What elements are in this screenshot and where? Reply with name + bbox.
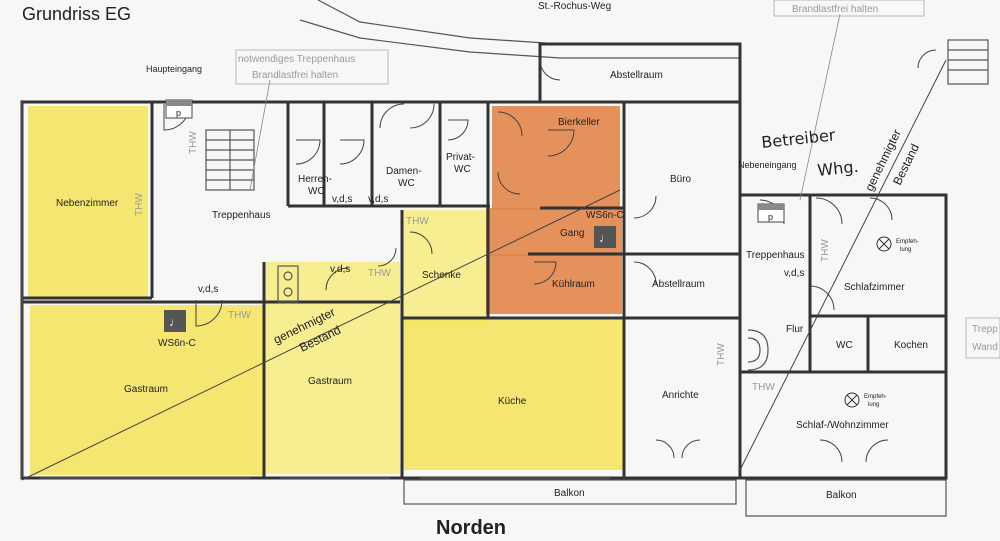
room-gang: Gang bbox=[560, 228, 584, 239]
thw-label-2: THW bbox=[134, 193, 145, 216]
room-privat-wc-2: WC bbox=[454, 164, 471, 175]
room-buero: Büro bbox=[670, 174, 692, 185]
doors bbox=[163, 49, 937, 463]
street-line-2 bbox=[299, 19, 740, 59]
note-left-1: notwendiges Treppenhaus bbox=[238, 54, 355, 65]
empf-icon-2 bbox=[844, 392, 860, 408]
p-box-main-top bbox=[166, 100, 192, 106]
betreiber-label-1: Betreiber bbox=[760, 125, 836, 152]
fill-bierkeller bbox=[492, 106, 620, 210]
room-gastraum-mid: Gastraum bbox=[308, 376, 352, 387]
room-damen-wc-2: WC bbox=[398, 178, 415, 189]
vds-label-1: v,d,s bbox=[198, 284, 218, 295]
room-treppenhaus-right: Treppenhaus bbox=[746, 250, 805, 261]
room-balkon-right: Balkon bbox=[826, 490, 857, 501]
north-label: Norden bbox=[436, 517, 506, 539]
room-privat-wc-1: Privat- bbox=[446, 152, 475, 163]
fill-kueche bbox=[403, 318, 623, 470]
p-label-main: p bbox=[176, 108, 181, 118]
thw-label-1: THW bbox=[188, 131, 199, 154]
plan-title: Grundriss EG bbox=[22, 4, 131, 24]
room-schenke: Schenke bbox=[422, 270, 461, 281]
ws6n-icon-glyph: ♩ bbox=[169, 315, 181, 329]
thw-label-6: THW bbox=[820, 239, 831, 262]
thw-label-7: THW bbox=[716, 343, 727, 366]
vds-label-5: v,d,s bbox=[784, 268, 804, 279]
empf-label-1b: lung bbox=[900, 247, 911, 253]
ws6n-label: WS6n-C bbox=[158, 338, 196, 349]
empf-label-2b: lung bbox=[868, 402, 879, 408]
fill-schenke bbox=[403, 210, 486, 328]
fill-gastraum-mid bbox=[265, 262, 400, 474]
note-box-left bbox=[235, 49, 389, 85]
annotation-lines bbox=[21, 13, 947, 481]
empf-icon-1 bbox=[876, 236, 892, 252]
thw-label-3: THW bbox=[228, 310, 251, 321]
balkon-left-rect bbox=[403, 479, 737, 505]
vds-label-3: v,d,s bbox=[368, 194, 388, 205]
walls bbox=[20, 0, 948, 517]
room-wc: WC bbox=[836, 340, 853, 351]
note-left-2: Brandlastfrei halten bbox=[252, 70, 338, 81]
room-herren-wc-1: Herren- bbox=[298, 174, 332, 185]
room-herren-wc-2: WC bbox=[308, 186, 325, 197]
room-flur: Flur bbox=[786, 324, 804, 335]
room-gastraum-left: Gastraum bbox=[124, 384, 168, 395]
fill-kuehlraum bbox=[486, 254, 622, 314]
note-top: Brandlastfrei halten bbox=[792, 4, 878, 15]
note-box-top bbox=[773, 0, 925, 17]
empf-label-1a: Empfeh- bbox=[896, 239, 919, 245]
balkon-right-rect bbox=[745, 479, 947, 517]
main-entrance-label: Haupteingang bbox=[146, 64, 202, 74]
room-fills bbox=[28, 106, 623, 475]
room-anrichte: Anrichte bbox=[662, 390, 699, 401]
ws6n-icon-gang-glyph: ♩ bbox=[599, 231, 611, 245]
room-balkon-left: Balkon bbox=[554, 488, 585, 499]
p-label-side: p bbox=[768, 212, 773, 222]
wall-right-outer bbox=[738, 193, 948, 480]
side-entrance-label: Nebeneingang bbox=[738, 160, 797, 170]
fill-gastraum-left bbox=[30, 305, 263, 475]
room-kuehlraum: Kühlraum bbox=[552, 279, 595, 290]
room-damen-wc-1: Damen- bbox=[386, 166, 422, 177]
vds-label-2: v,d,s bbox=[332, 194, 352, 205]
thw-label-5: THW bbox=[368, 268, 391, 279]
stairs-right bbox=[747, 329, 769, 371]
room-kochen: Kochen bbox=[894, 340, 928, 351]
betreiber-label-2: Whg. bbox=[816, 157, 859, 180]
stove bbox=[277, 265, 299, 303]
room-nebenzimmer: Nebenzimmer bbox=[56, 198, 119, 209]
ws6n-icon-gang bbox=[594, 226, 616, 248]
empf-label-2a: Empfeh- bbox=[864, 394, 887, 400]
note-right-1: Trepp bbox=[972, 324, 998, 335]
vds-label-4: v,d,s bbox=[330, 264, 350, 275]
ws6n-gang-label: WS6n-C bbox=[586, 210, 624, 221]
wall-abstellraum-top bbox=[538, 42, 742, 104]
note-box-right bbox=[965, 317, 1000, 359]
fill-nebenzimmer bbox=[28, 106, 148, 298]
stairs-main bbox=[205, 129, 255, 191]
street-line bbox=[317, 0, 740, 45]
room-schlaf-wohn: Schlaf-/Wohnzimmer bbox=[796, 420, 889, 431]
room-kueche: Küche bbox=[498, 396, 527, 407]
room-abstellraum-top: Abstellraum bbox=[610, 70, 663, 81]
stairs-top-right bbox=[947, 39, 989, 85]
p-box-side-top bbox=[758, 204, 784, 210]
ws6n-icon bbox=[164, 310, 186, 332]
note-right-2: Wand bbox=[972, 342, 998, 353]
room-schlafzimmer: Schlafzimmer bbox=[844, 282, 905, 293]
room-treppenhaus: Treppenhaus bbox=[212, 210, 271, 221]
thw-label-4: THW bbox=[406, 216, 429, 227]
room-bierkeller: Bierkeller bbox=[558, 117, 600, 128]
street-label: St.-Rochus-Weg bbox=[538, 1, 611, 12]
room-abstellraum-mid: Abstellraum bbox=[652, 279, 705, 290]
thw-label-8: THW bbox=[752, 382, 775, 393]
